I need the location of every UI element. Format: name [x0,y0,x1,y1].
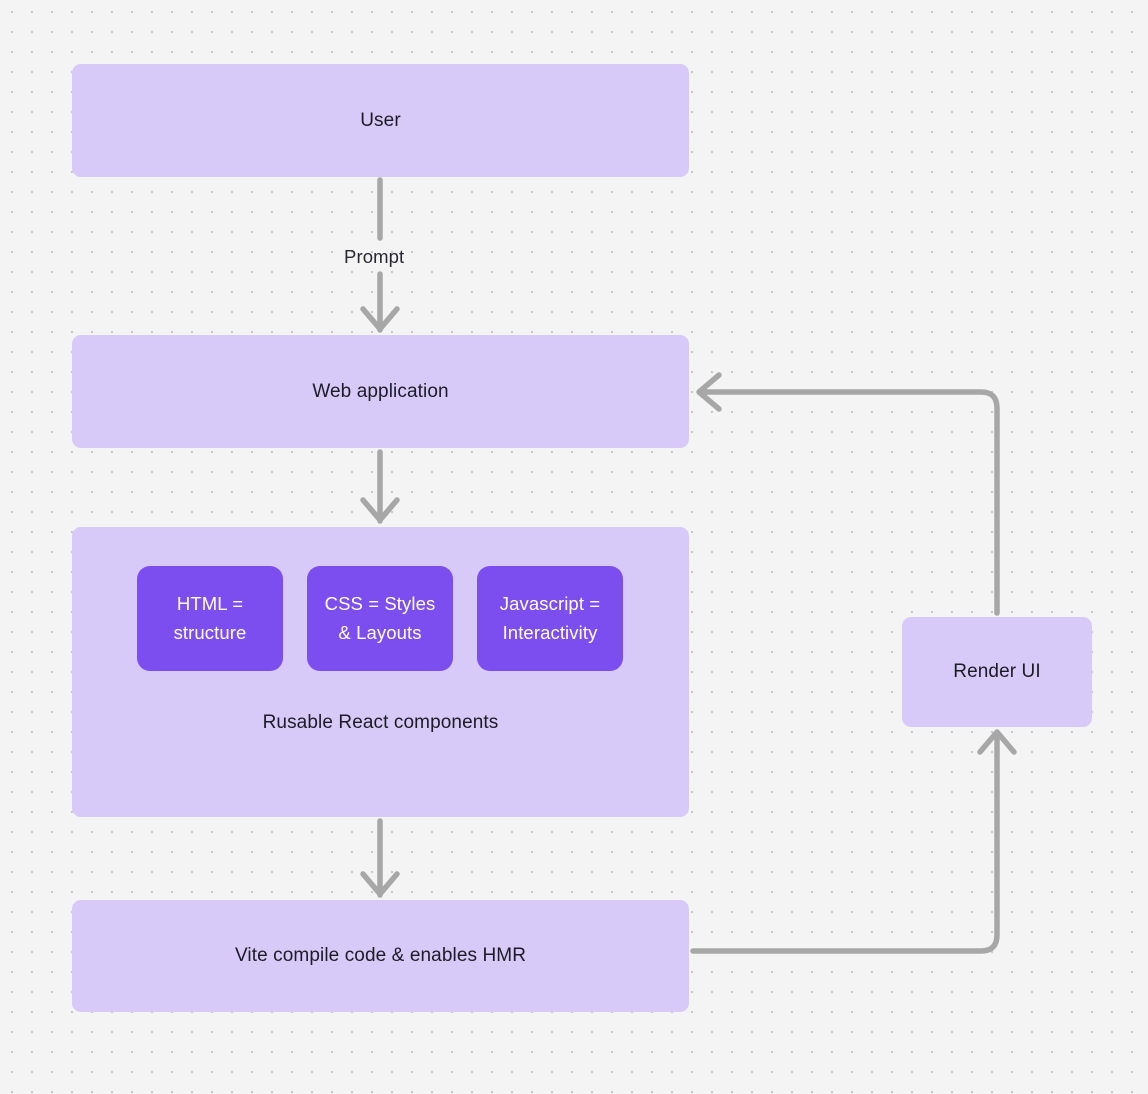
node-vite-label: Vite compile code & enables HMR [234,945,527,967]
node-user-label: User [360,109,401,131]
node-user[interactable]: User [72,64,689,177]
node-render-ui[interactable]: Render UI [902,617,1092,727]
chip-html-line2: structure [173,621,247,643]
chip-css[interactable]: CSS = Styles & Layouts [307,566,453,671]
chip-html-line1: HTML = [176,592,244,614]
chip-javascript-line1: Javascript = [499,592,601,614]
chip-javascript-line2: Interactivity [502,621,598,643]
connector-vite-to-render [690,730,1000,954]
chip-css-line2: & Layouts [338,621,422,643]
node-render-ui-label: Render UI [953,661,1041,683]
connector-render-to-webapp [697,389,1000,616]
arrowhead-vite-to-render [977,729,1017,755]
node-react-components-caption: Rusable React components [262,712,499,733]
chip-html-text: HTML = structure [174,590,247,647]
chip-css-text: CSS = Styles & Layouts [325,590,436,647]
arrowhead-render-to-webapp [696,372,722,412]
edge-label-prompt: Prompt [344,246,405,267]
chip-javascript[interactable]: Javascript = Interactivity [477,566,623,671]
arrowhead-components-to-vite [360,871,400,897]
node-web-application-label: Web application [312,380,449,402]
chip-javascript-text: Javascript = Interactivity [500,590,600,647]
arrowhead-webapp-to-components [360,497,400,523]
node-vite[interactable]: Vite compile code & enables HMR [72,900,689,1012]
node-web-application[interactable]: Web application [72,335,689,448]
chip-html[interactable]: HTML = structure [137,566,283,671]
chip-css-line1: CSS = Styles [324,592,436,614]
arrowhead-prompt-to-webapp [360,306,400,332]
